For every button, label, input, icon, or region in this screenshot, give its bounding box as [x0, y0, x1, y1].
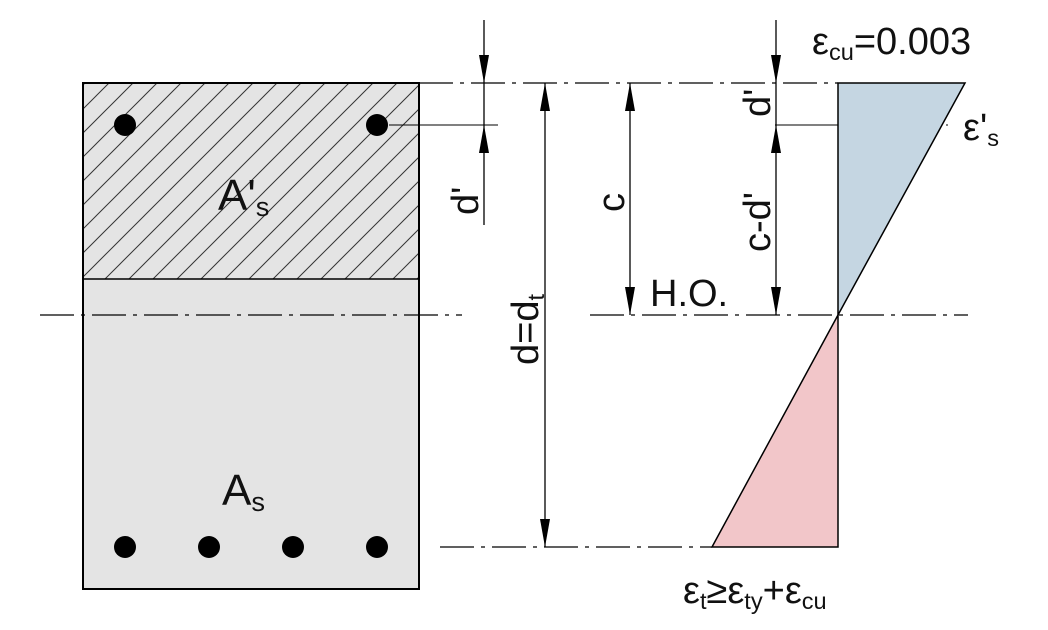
neutral-axis-depth-label: c: [591, 193, 633, 212]
reference-lines: [40, 82, 968, 548]
cover-depth-dimension-right: [771, 20, 781, 315]
c-minus-d-label: c-d': [737, 192, 779, 252]
ultimate-strain-label: εcu=0.003: [812, 21, 971, 65]
tension-steel-label: As: [222, 466, 265, 517]
rebar: [114, 114, 136, 136]
neutral-axis-label: H.O.: [650, 273, 728, 315]
beam-section: [82, 82, 420, 590]
cover-depth-label-left: d': [445, 187, 487, 215]
compression-strain-region: [837, 82, 967, 316]
neutral-axis-depth-dimension: [625, 83, 635, 315]
compression-steel-strain-label: ε's: [963, 107, 999, 151]
cover-depth-label-right: d': [737, 89, 779, 117]
strain-profile: [710, 82, 967, 548]
tension-rebars: [114, 536, 388, 558]
effective-depth-dimension: [540, 83, 550, 547]
compression-steel-label: A's: [218, 171, 269, 222]
rebar: [282, 536, 304, 558]
cover-depth-dimension-left: [479, 20, 489, 225]
tension-strain-region: [710, 314, 839, 548]
rebar: [366, 536, 388, 558]
tension-steel-strain-label: εt≥εty+εcu: [683, 570, 827, 614]
rebar: [198, 536, 220, 558]
rebar: [114, 536, 136, 558]
compression-rebars: [114, 114, 388, 136]
effective-depth-label: d=dt: [505, 294, 549, 365]
rebar: [366, 114, 388, 136]
compression-zone-hatch: [83, 83, 419, 279]
